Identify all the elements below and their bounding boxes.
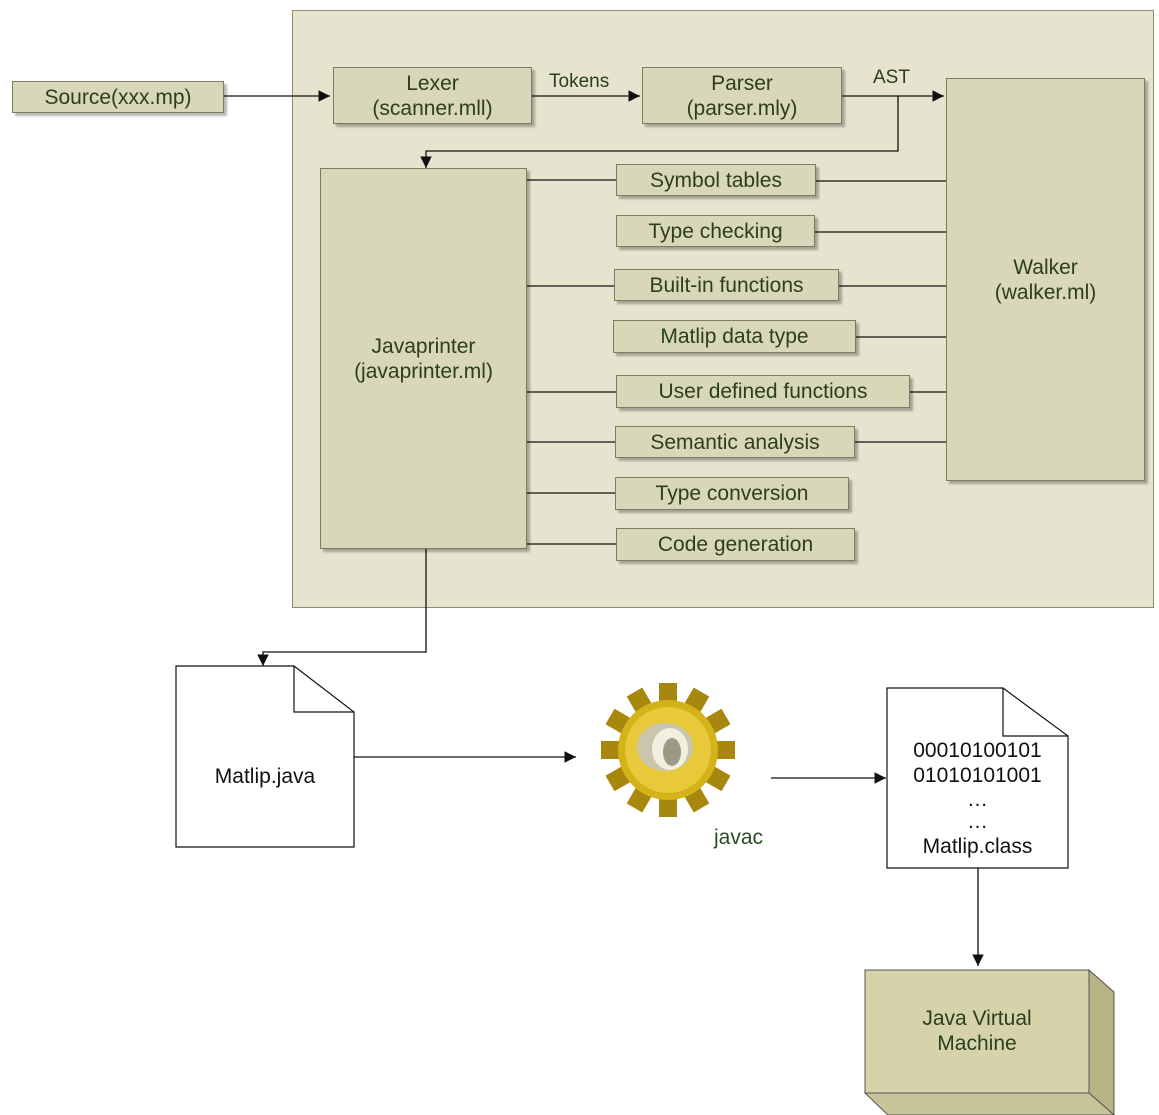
bytecode-ellipsis: … xyxy=(967,810,988,833)
source-label: Source(xxx.mp) xyxy=(44,85,192,109)
javaprinter-box: Javaprinter (javaprinter.ml) xyxy=(320,168,527,549)
component-label: Built-in functions xyxy=(649,273,804,297)
javaprinter-to-java-file-arrow xyxy=(257,549,427,666)
component-user-defined-functions: User defined functions xyxy=(616,375,910,408)
tokens-label: Tokens xyxy=(549,71,610,92)
component-code-generation: Code generation xyxy=(616,528,855,561)
java-file-label: Matlip.java xyxy=(214,765,316,788)
walker-file: (walker.ml) xyxy=(994,280,1097,304)
component-matlip-data-type: Matlip data type xyxy=(613,320,856,353)
bytecode-line: 00010100101 xyxy=(913,739,1042,762)
parser-box: Parser (parser.mly) xyxy=(642,67,842,124)
bytecode-ellipsis: … xyxy=(967,788,988,811)
component-symbol-tables: Symbol tables xyxy=(616,164,816,196)
jvm-label-line1: Java Virtual xyxy=(922,1007,1032,1030)
jvm-cube-icon xyxy=(863,968,1115,1115)
jvm-label: Java Virtual Machine xyxy=(865,1006,1089,1056)
component-type-checking: Type checking xyxy=(616,215,815,247)
ast-to-javaprinter-arrow xyxy=(420,96,899,168)
component-label: Symbol tables xyxy=(650,168,782,192)
parser-title: Parser xyxy=(711,71,773,95)
lexer-box: Lexer (scanner.mll) xyxy=(333,67,532,124)
component-label: Type conversion xyxy=(655,482,809,505)
javaprinter-title: Javaprinter xyxy=(371,334,476,358)
component-type-conversion: Type conversion xyxy=(615,477,849,510)
gear-icon xyxy=(601,683,735,817)
component-label: Type checking xyxy=(648,219,783,243)
javaprinter-file: (javaprinter.ml) xyxy=(354,359,493,383)
component-built-in-functions: Built-in functions xyxy=(614,269,839,301)
walker-box: Walker (walker.ml) xyxy=(946,78,1145,481)
lexer-file: (scanner.mll) xyxy=(372,96,493,120)
class-file-label: Matlip.class xyxy=(922,835,1033,858)
bytecode-line: 01010101001 xyxy=(913,764,1042,787)
component-label: Code generation xyxy=(657,533,814,556)
source-file-box: Source(xxx.mp) xyxy=(12,81,224,113)
java-file-icon xyxy=(175,665,355,848)
walker-title: Walker xyxy=(1013,255,1078,279)
component-label: Semantic analysis xyxy=(650,430,820,454)
component-label: User defined functions xyxy=(658,380,868,403)
ast-label: AST xyxy=(873,67,910,88)
javac-label: javac xyxy=(714,826,764,849)
lexer-title: Lexer xyxy=(406,71,459,95)
class-file-icon xyxy=(886,687,1069,869)
jvm-label-line2: Machine xyxy=(937,1032,1017,1055)
component-label: Matlip data type xyxy=(660,325,809,348)
class-file-content: 00010100101 01010101001 … … Matlip.class xyxy=(887,738,1068,859)
component-semantic-analysis: Semantic analysis xyxy=(615,426,855,458)
parser-file: (parser.mly) xyxy=(686,96,798,120)
